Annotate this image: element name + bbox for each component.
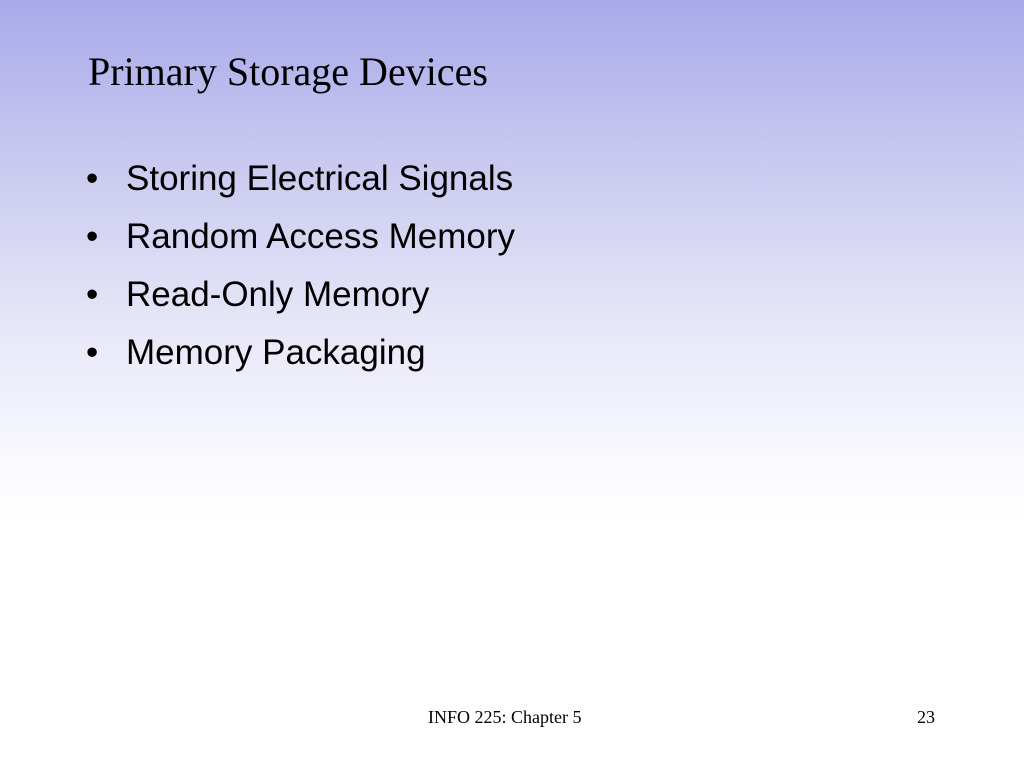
slide-title: Primary Storage Devices xyxy=(88,49,488,94)
bullet-marker: • xyxy=(86,217,99,256)
bullet-item: • Storing Electrical Signals xyxy=(86,150,515,208)
bullet-list: • Storing Electrical Signals • Random Ac… xyxy=(86,150,515,382)
page-number: 23 xyxy=(917,707,935,727)
bullet-marker: • xyxy=(86,159,99,198)
bullet-marker: • xyxy=(86,333,99,372)
bullet-item: • Memory Packaging xyxy=(86,324,515,382)
bullet-text: Storing Electrical Signals xyxy=(126,159,514,198)
footer-text: INFO 225: Chapter 5 xyxy=(428,707,582,727)
bullet-text: Read-Only Memory xyxy=(126,275,430,314)
bullet-text: Memory Packaging xyxy=(126,333,426,372)
bullet-item: • Random Access Memory xyxy=(86,208,515,266)
bullet-item: • Read-Only Memory xyxy=(86,266,515,324)
bullet-text: Random Access Memory xyxy=(126,217,516,256)
bullet-marker: • xyxy=(86,275,99,314)
